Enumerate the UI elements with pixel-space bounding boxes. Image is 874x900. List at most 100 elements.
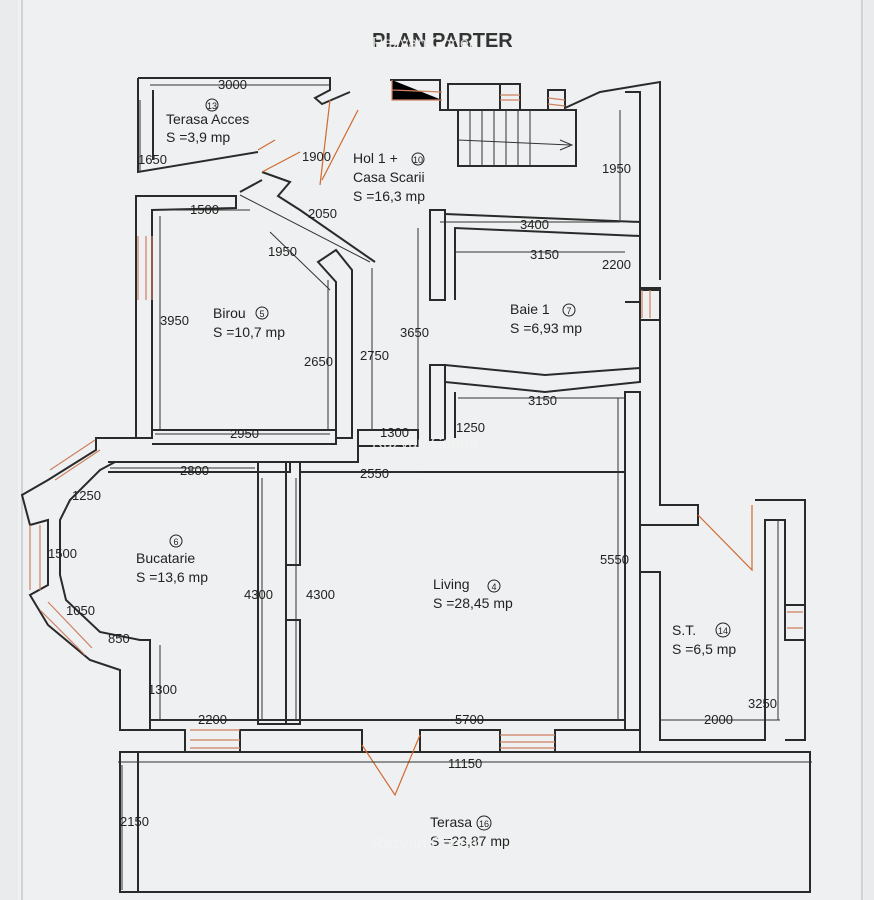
dim-2200-bottom: 2200 — [198, 712, 227, 727]
dim-2750: 2750 — [360, 348, 389, 363]
room-name: Living — [433, 576, 470, 592]
room-number-circle — [169, 534, 183, 548]
wall-kitchen-right — [257, 461, 287, 725]
room-name: Baie 1 — [510, 301, 550, 317]
room-number: 14 — [718, 626, 728, 636]
wall-top-terrace — [137, 77, 351, 174]
room-number-circle — [205, 98, 219, 112]
dim-1500: 1500 — [190, 202, 219, 217]
dim-1300-hall: 1300 — [380, 425, 409, 440]
dim-1050-bay: 1050 — [66, 603, 95, 618]
watermark-bottom: Razvan Conea — [372, 835, 478, 852]
wall-right-outer — [640, 320, 699, 526]
wall-living-left — [286, 461, 301, 725]
dim-2650: 2650 — [304, 354, 333, 369]
dim-3400: 3400 — [520, 217, 549, 232]
dim-3650: 3650 — [400, 325, 429, 340]
stairs — [457, 109, 577, 167]
plan-title: PLAN PARTER — [372, 30, 513, 52]
dim-3150-mid: 3150 — [528, 393, 557, 408]
dim-1250-hall: 1250 — [456, 420, 485, 435]
wall-hall-lower — [357, 364, 446, 447]
dim-1950-stair: 1950 — [602, 161, 631, 176]
room-hol: Hol 1 + 10 Casa Scarii S =16,3 mp — [353, 150, 425, 204]
room-area: S =10,7 mp — [213, 324, 285, 340]
wall-hall-diagonal — [239, 171, 376, 263]
room-number: 10 — [413, 155, 423, 165]
room-number-circle — [255, 306, 269, 320]
room-labels: 13 Terasa Acces S =3,9 mp Hol 1 + 10 Cas… — [136, 98, 736, 849]
room-number-circle — [411, 152, 425, 166]
room-bucatarie: 6 Bucatarie S =13,6 mp — [136, 534, 208, 585]
watermark-top: Razvan Conea — [372, 35, 478, 52]
room-number-circle — [476, 815, 492, 831]
room-name: Birou — [213, 305, 246, 321]
dim-2950: 2950 — [230, 426, 259, 441]
room-name-2: Casa Scarii — [353, 169, 425, 185]
dimension-lines — [110, 84, 812, 890]
paper — [18, 0, 864, 900]
wall-kitchen-top — [108, 461, 291, 473]
dim-2150: 2150 — [120, 814, 149, 829]
dim-3950: 3950 — [160, 313, 189, 328]
wall-birou-bottom — [152, 429, 337, 445]
wall-st — [640, 499, 806, 741]
window-baie-frame — [639, 287, 661, 321]
dim-1950-birou: 1950 — [268, 244, 297, 259]
walls — [20, 77, 811, 893]
wall-birou-inner-right — [316, 248, 353, 439]
dim-3250: 3250 — [748, 696, 777, 711]
dim-11150: 11150 — [448, 756, 482, 771]
dim-3000: 3000 — [218, 77, 247, 92]
terrace-edge — [119, 752, 139, 892]
dim-2050: 2050 — [308, 206, 337, 221]
windows — [29, 80, 803, 749]
dim-1250-bay: 1250 — [72, 488, 101, 503]
wall-hall-right — [429, 209, 446, 301]
dim-1900: 1900 — [302, 149, 331, 164]
room-name: Hol 1 + — [353, 150, 398, 166]
dim-1500-bay: 1500 — [48, 546, 77, 561]
doors — [257, 99, 753, 797]
room-area: S =23,87 mp — [430, 833, 510, 849]
room-number: 13 — [207, 101, 217, 111]
dim-2000: 2000 — [704, 712, 733, 727]
room-number: 7 — [566, 306, 571, 316]
room-number-circle — [562, 303, 576, 317]
room-number: 4 — [491, 582, 496, 592]
wall-kitchen-bay — [20, 437, 151, 731]
room-birou: Birou 5 S =10,7 mp — [213, 305, 285, 340]
room-area: S =16,3 mp — [353, 188, 425, 204]
dim-2550: 2550 — [360, 466, 389, 481]
room-terasa: Terasa 16 S =23,87 mp — [430, 814, 510, 849]
room-terasa-acces: 13 Terasa Acces S =3,9 mp — [166, 98, 249, 145]
room-area: S =6,93 mp — [510, 320, 582, 336]
dim-850: 850 — [108, 631, 130, 646]
room-number: 16 — [479, 819, 489, 829]
room-area: S =28,45 mp — [433, 595, 513, 611]
room-number: 6 — [173, 537, 178, 547]
dim-1650: 1650 — [138, 152, 167, 167]
room-name: Terasa — [430, 814, 472, 830]
window-st-frame — [784, 604, 806, 641]
dim-5700: 5700 — [455, 712, 484, 727]
dim-3150-top: 3150 — [530, 247, 559, 262]
room-st: S.T. 14 S =6,5 mp — [672, 622, 736, 657]
dimension-labels: 3000 1650 1900 1950 1500 2050 3400 3150 … — [48, 77, 777, 829]
room-name: Terasa Acces — [166, 111, 249, 127]
room-area: S =6,5 mp — [672, 641, 736, 657]
room-living: Living 4 S =28,45 mp — [433, 576, 513, 611]
room-number: 5 — [259, 309, 264, 319]
watermarks: Razvan Conea Razvan Conea Razvan Conea — [372, 35, 478, 852]
dim-1300-kitchen: 1300 — [148, 682, 177, 697]
dim-5550: 5550 — [600, 552, 629, 567]
room-area: S =3,9 mp — [166, 129, 230, 145]
watermark-middle: Razvan Conea — [372, 435, 478, 452]
dim-2200-right: 2200 — [602, 257, 631, 272]
dim-4300-right: 4300 — [306, 587, 335, 602]
room-number-circle — [715, 622, 731, 638]
room-area: S =13,6 mp — [136, 569, 208, 585]
room-number-circle — [487, 579, 501, 593]
